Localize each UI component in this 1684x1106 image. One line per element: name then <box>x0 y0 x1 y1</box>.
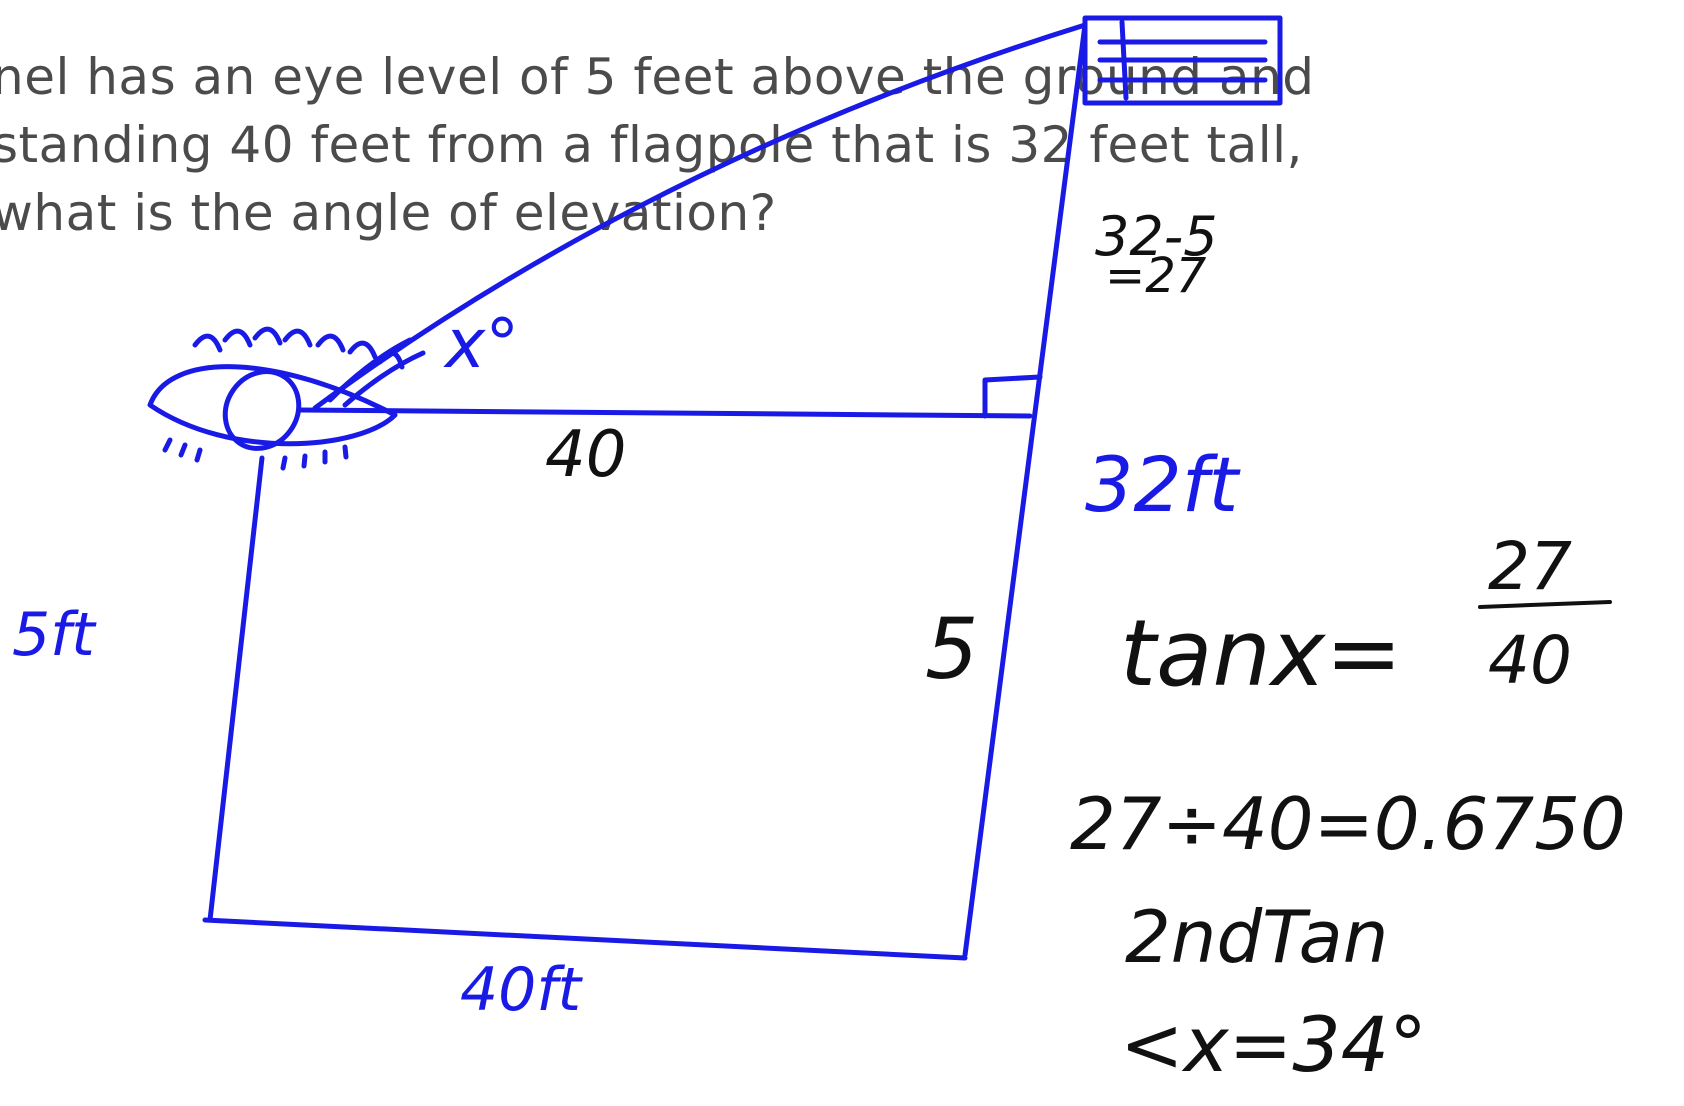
line-of-sight <box>312 22 1088 411</box>
fraction-bar <box>1478 600 1612 609</box>
answer: <x=34° <box>1120 1000 1428 1089</box>
ground-label: 40ft <box>460 955 581 1025</box>
eye-level-line <box>297 407 1033 419</box>
tan-numerator: 27 <box>1488 528 1572 605</box>
tan-denominator: 40 <box>1488 622 1572 699</box>
flag <box>1082 15 1283 106</box>
eyelashes-bottom <box>162 437 349 471</box>
flagpole <box>962 22 1088 958</box>
person-height-line <box>207 455 265 923</box>
subtraction-result: =27 <box>1105 248 1207 304</box>
right-angle-mark <box>982 374 1043 419</box>
problem-line-1: nel has an eye level of 5 feet above the… <box>0 48 1315 106</box>
ground-line <box>202 917 968 961</box>
horizontal-distance-label: 40 <box>545 418 627 492</box>
eye-iris <box>222 369 302 451</box>
tan-equation-lhs: tanx= <box>1120 600 1403 707</box>
angle-arc <box>327 337 426 408</box>
flag-outline <box>1082 15 1283 106</box>
eye-height-label: 5ft <box>12 600 95 670</box>
angle-label: x° <box>445 305 520 384</box>
division-step: 27÷40=0.6750 <box>1070 782 1626 866</box>
problem-line-2: standing 40 feet from a flagpole that is… <box>0 116 1303 174</box>
subtraction-top: 32-5 <box>1095 205 1218 268</box>
pole-height-label: 32ft <box>1085 440 1239 529</box>
eye-icon <box>147 326 426 471</box>
problem-line-3: what is the angle of elevation? <box>0 184 777 242</box>
flag-divider <box>1119 19 1129 101</box>
lower-pole-label: 5 <box>925 600 979 698</box>
eyelashes-top <box>192 326 405 370</box>
calculator-step: 2ndTan <box>1125 895 1389 979</box>
